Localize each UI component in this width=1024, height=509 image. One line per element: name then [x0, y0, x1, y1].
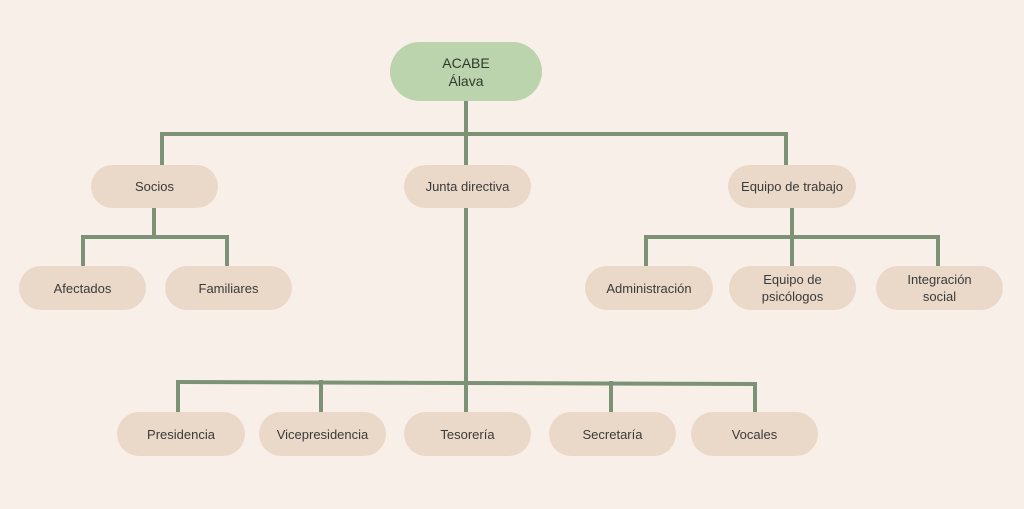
node-presidencia: Presidencia	[117, 412, 245, 456]
node-junta-directiva: Junta directiva	[404, 165, 531, 208]
node-familiares: Familiares	[165, 266, 292, 310]
node-tesoreria: Tesorería	[404, 412, 531, 456]
root-node: ACABE Álava	[390, 42, 542, 101]
node-equipo-de-psicologos: Equipo de psicólogos	[729, 266, 856, 310]
node-administracion: Administración	[585, 266, 713, 310]
node-vicepresidencia: Vicepresidencia	[259, 412, 386, 456]
node-afectados: Afectados	[19, 266, 146, 310]
node-integracion-social: Integración social	[876, 266, 1003, 310]
node-secretaria: Secretaría	[549, 412, 676, 456]
node-vocales: Vocales	[691, 412, 818, 456]
node-socios: Socios	[91, 165, 218, 208]
node-equipo-de-trabajo: Equipo de trabajo	[728, 165, 856, 208]
